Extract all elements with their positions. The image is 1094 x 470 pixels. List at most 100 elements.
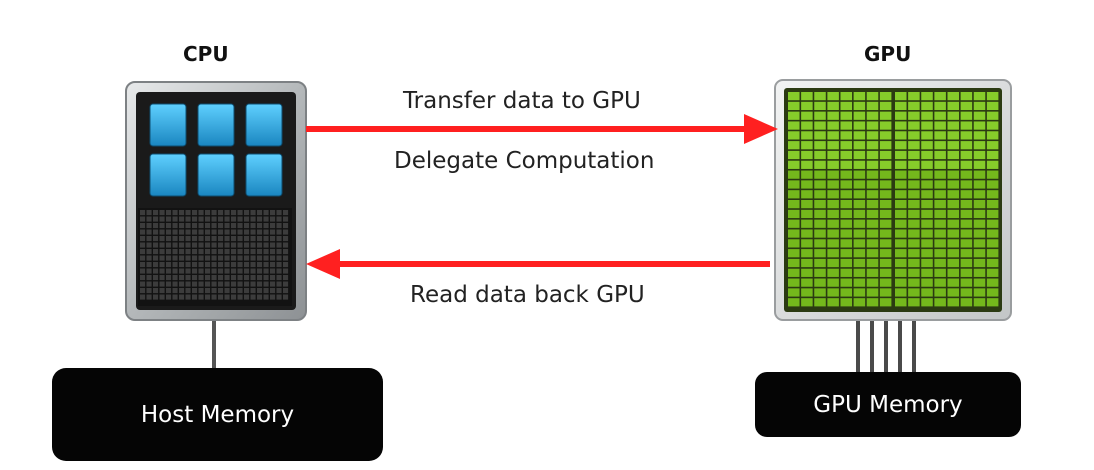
cpu-cache-cell — [159, 242, 165, 248]
cpu-cache-cell — [153, 249, 159, 255]
cpu-cache-cell — [276, 281, 282, 287]
gpu-core-cell — [895, 278, 907, 287]
cpu-cache-cell — [198, 236, 204, 242]
gpu-core-cell — [827, 92, 839, 101]
gpu-core-cell — [827, 268, 839, 277]
cpu-cache-cell — [218, 242, 224, 248]
cpu-cache-cell — [192, 210, 198, 216]
gpu-core-cell — [788, 268, 800, 277]
cpu-cache-cell — [211, 262, 217, 268]
cpu-cache-cell — [140, 294, 146, 300]
gpu-memory-box: GPU Memory — [755, 372, 1021, 437]
gpu-core-cell — [801, 258, 813, 268]
gpu-core-cell — [814, 111, 826, 120]
gpu-core-cell — [814, 249, 826, 258]
gpu-core-cell — [879, 101, 892, 111]
cpu-cache-cell — [283, 229, 289, 235]
gpu-core-cell — [788, 288, 800, 297]
gpu-core-cell — [986, 200, 999, 209]
cpu-cache-cell — [140, 236, 146, 242]
cpu-cache-cell — [263, 249, 269, 255]
gpu-core-cell — [853, 92, 866, 101]
gpu-core-cell — [921, 131, 933, 140]
gpu-core-cell — [947, 200, 960, 209]
cpu-cache-cell — [140, 229, 146, 235]
cpu-cache-cell — [218, 281, 224, 287]
gpu-core-cell — [908, 229, 920, 238]
cpu-cache-cell — [263, 223, 269, 229]
cpu-cache-cell — [179, 216, 185, 222]
cpu-cache-cell — [237, 210, 243, 216]
gpu-core-cell — [788, 298, 800, 307]
cpu-cache-cell — [185, 249, 191, 255]
cpu-cache-cell — [211, 249, 217, 255]
cpu-cache-cell — [185, 242, 191, 248]
gpu-core-cell — [947, 111, 960, 120]
gpu-core-cell — [895, 131, 907, 140]
cpu-cache-cell — [192, 288, 198, 294]
gpu-core-cell — [866, 190, 879, 199]
cpu-cache-cell — [211, 210, 217, 216]
cpu-cache-cell — [263, 281, 269, 287]
cpu-cache-cell — [159, 275, 165, 281]
cpu-cache-cell — [172, 249, 178, 255]
gpu-core-cell — [879, 229, 892, 238]
gpu-core-cell — [840, 249, 853, 258]
gpu-core-cell — [895, 219, 907, 228]
cpu-cache-cell — [192, 242, 198, 248]
cpu-cache-cell — [185, 288, 191, 294]
gpu-core-cell — [895, 249, 907, 258]
gpu-core-cell — [908, 160, 920, 169]
gpu-core-cell — [921, 92, 933, 101]
gpu-core-cell — [947, 131, 960, 140]
cpu-cache-cell — [231, 216, 237, 222]
cpu-cache-cell — [244, 210, 250, 216]
cpu-cache-cell — [257, 229, 263, 235]
read-back-arrow — [306, 249, 770, 279]
cpu-cache-cell — [270, 249, 276, 255]
gpu-core-cell — [947, 92, 960, 101]
gpu-core-cell — [840, 111, 853, 120]
gpu-core-cell — [788, 141, 800, 150]
gpu-core-cell — [814, 200, 826, 209]
gpu-core-cell — [840, 190, 853, 199]
gpu-core-cell — [814, 298, 826, 307]
cpu-cache-cell — [270, 281, 276, 287]
gpu-core-cell — [986, 92, 999, 101]
gpu-core-cell — [960, 268, 973, 277]
gpu-core-cell — [895, 170, 907, 179]
gpu-core-cell — [840, 278, 853, 287]
gpu-core-cell — [801, 141, 813, 150]
gpu-core-cell — [960, 219, 973, 228]
cpu-cache-cell — [283, 223, 289, 229]
cpu-cache-cell — [250, 216, 256, 222]
gpu-core-cell — [895, 160, 907, 169]
cpu-cache-cell — [153, 223, 159, 229]
cpu-cache-cell — [159, 268, 165, 274]
gpu-core-cell — [853, 239, 866, 248]
cpu-cache-cell — [211, 216, 217, 222]
cpu-cache-cell — [153, 210, 159, 216]
cpu-cache-cell — [257, 216, 263, 222]
gpu-core-cell — [895, 209, 907, 219]
cpu-cache-cell — [205, 294, 211, 300]
cpu-cache-cell — [237, 288, 243, 294]
gpu-core-cell — [853, 150, 866, 160]
cpu-cache-cell — [276, 268, 282, 274]
gpu-core-cell — [934, 180, 946, 189]
gpu-core-cell — [895, 239, 907, 248]
gpu-core-cell — [986, 121, 999, 130]
gpu-core-cell — [895, 288, 907, 297]
gpu-core-cell — [814, 170, 826, 179]
cpu-cache-cell — [185, 210, 191, 216]
cpu-cache-cell — [198, 294, 204, 300]
cpu-cache-cell — [153, 242, 159, 248]
gpu-core-cell — [934, 258, 946, 268]
gpu-core-cell — [934, 200, 946, 209]
gpu-core-cell — [947, 239, 960, 248]
gpu-core-cell — [895, 268, 907, 277]
cpu-cache-cell — [250, 262, 256, 268]
gpu-core-cell — [973, 288, 986, 297]
cpu-cache-cell — [244, 275, 250, 281]
cpu-cache-cell — [179, 281, 185, 287]
